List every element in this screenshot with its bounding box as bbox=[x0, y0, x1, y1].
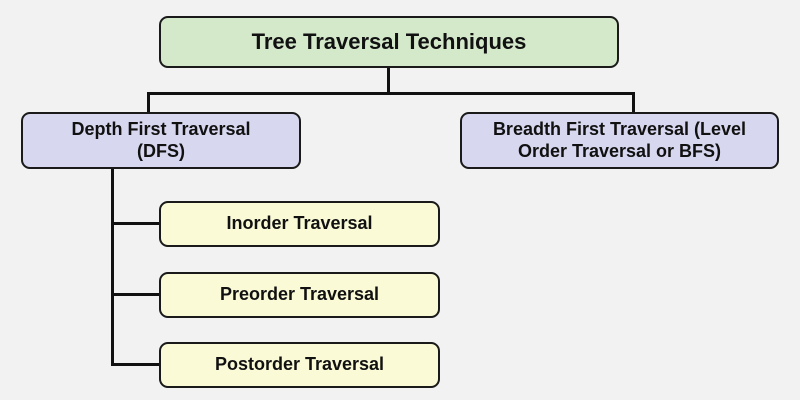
connector-dfs-trunk bbox=[111, 167, 114, 366]
node-label: Postorder Traversal bbox=[214, 354, 385, 375]
connector-preorder-branch bbox=[112, 293, 160, 296]
node-preorder-traversal: Preorder Traversal bbox=[159, 272, 440, 318]
node-depth-first-traversal: Depth First Traversal (DFS) bbox=[21, 112, 301, 169]
connector-level1-horizontal bbox=[147, 92, 635, 95]
node-label-line: Depth First Traversal bbox=[71, 118, 251, 139]
node-label-line: Order Traversal or BFS) bbox=[517, 140, 722, 161]
connector-root-down bbox=[387, 66, 390, 93]
connector-inorder-branch bbox=[112, 222, 160, 225]
node-inorder-traversal: Inorder Traversal bbox=[159, 201, 440, 247]
node-tree-traversal-techniques: Tree Traversal Techniques bbox=[159, 16, 619, 68]
node-postorder-traversal: Postorder Traversal bbox=[159, 342, 440, 388]
node-label: Preorder Traversal bbox=[219, 284, 380, 305]
connector-bfs-stub bbox=[632, 92, 635, 114]
connector-postorder-branch bbox=[112, 363, 160, 366]
node-label-line: Breadth First Traversal (Level bbox=[492, 118, 747, 139]
node-label: Tree Traversal Techniques bbox=[251, 28, 527, 54]
node-label: Inorder Traversal bbox=[226, 213, 373, 234]
connector-dfs-stub bbox=[147, 92, 150, 114]
node-breadth-first-traversal: Breadth First Traversal (Level Order Tra… bbox=[460, 112, 779, 169]
node-label-line: (DFS) bbox=[137, 140, 185, 161]
